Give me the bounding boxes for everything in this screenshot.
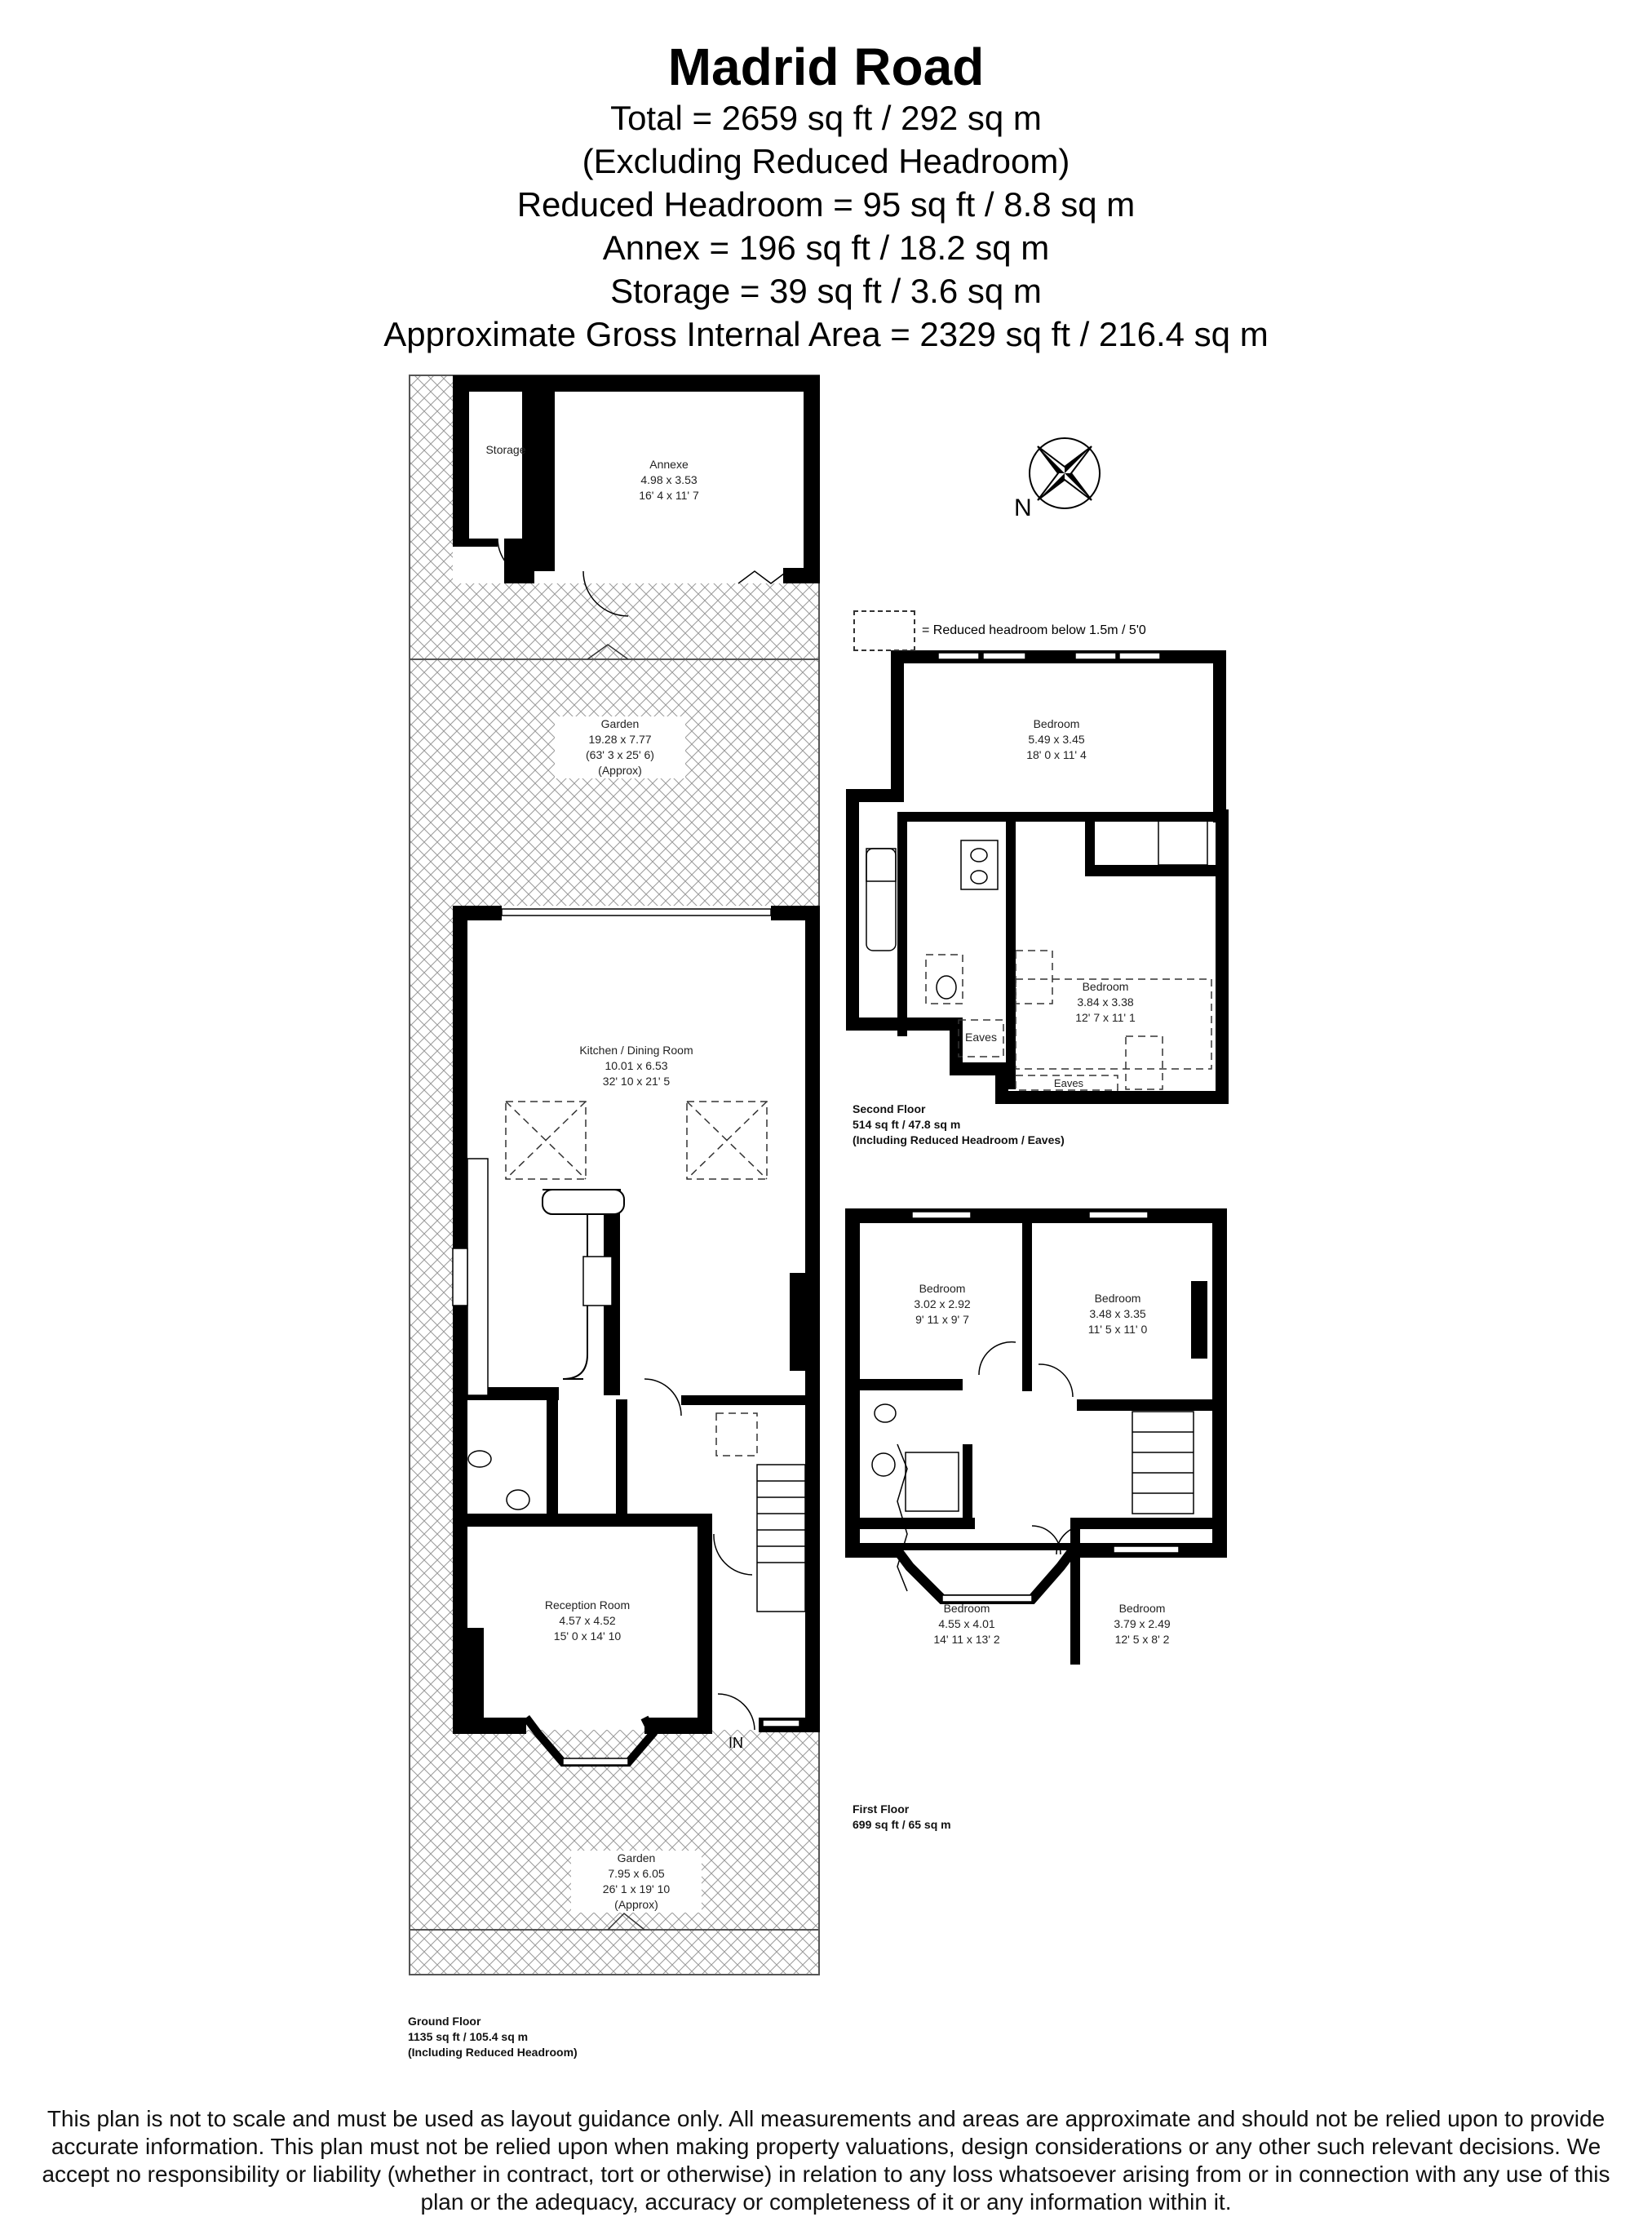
disclaimer-text: This plan is not to scale and must be us… xyxy=(42,2106,1610,2215)
room-label-first-bedroom-3: Bedroom 4.55 x 4.01 14' 11 x 13' 2 xyxy=(933,1602,1000,1646)
ground-floor-caption: Ground Floor 1135 sq ft / 105.4 sq m (In… xyxy=(408,2015,578,2059)
room-label-reception: Reception Room 4.57 x 4.52 15' 0 x 14' 1… xyxy=(544,1598,631,1643)
room-label-eaves-2: Eaves xyxy=(1053,1077,1084,1089)
second-floor-plan xyxy=(846,650,1229,1104)
first-floor-caption: First Floor 699 sq ft / 65 sq m xyxy=(853,1802,951,1831)
total-area-note: (Excluding Reduced Headroom) xyxy=(582,142,1070,180)
room-label-first-bedroom-2: Bedroom 3.48 x 3.35 11' 5 x 11' 0 xyxy=(1087,1292,1148,1336)
second-floor-caption: Second Floor 514 sq ft / 47.8 sq m (Incl… xyxy=(853,1102,1065,1146)
legend-text: = Reduced headroom below 1.5m / 5'0 xyxy=(922,623,1146,637)
dashed-box-icon xyxy=(853,610,915,651)
total-area: Total = 2659 sq ft / 292 sq m xyxy=(610,99,1042,137)
room-label-first-bedroom-1: Bedroom 3.02 x 2.92 9' 11 x 9' 7 xyxy=(914,1282,971,1326)
annex-area: Annex = 196 sq ft / 18.2 sq m xyxy=(602,228,1050,267)
reduced-headroom-area: Reduced Headroom = 95 sq ft / 8.8 sq m xyxy=(516,185,1136,224)
room-label-annexe: Annexe 4.98 x 3.53 16' 4 x 11' 7 xyxy=(639,458,699,502)
room-label-rear-garden: Garden 19.28 x 7.77 (63' 3 x 25' 6) (App… xyxy=(555,716,685,778)
ground-floor-plan xyxy=(409,375,820,1975)
north-label: N xyxy=(1014,494,1032,521)
room-label-eaves-1: Eaves xyxy=(965,1031,997,1044)
entrance-label: IN xyxy=(729,1735,743,1751)
room-label-first-bedroom-4: Bedroom 3.79 x 2.49 12' 5 x 8' 2 xyxy=(1114,1602,1171,1646)
property-title: Madrid Road xyxy=(667,38,985,96)
gross-internal-area: Approximate Gross Internal Area = 2329 s… xyxy=(383,315,1269,353)
storage-area: Storage = 39 sq ft / 3.6 sq m xyxy=(610,272,1042,310)
room-label-front-garden: Garden 7.95 x 6.05 26' 1 x 19' 10 (Appro… xyxy=(571,1851,702,1913)
compass-icon xyxy=(1029,437,1101,509)
room-label-second-bedroom-1: Bedroom 5.49 x 3.45 18' 0 x 11' 4 xyxy=(1026,717,1087,761)
reduced-headroom-legend: = Reduced headroom below 1.5m / 5'0 xyxy=(853,610,1146,651)
room-label-storage: Storage xyxy=(485,443,526,456)
room-label-kitchen-dining: Kitchen / Dining Room 10.01 x 6.53 32' 1… xyxy=(579,1044,693,1088)
first-floor-plan xyxy=(845,1208,1227,1665)
room-label-second-bedroom-2: Bedroom 3.84 x 3.38 12' 7 x 11' 1 xyxy=(1075,980,1136,1024)
